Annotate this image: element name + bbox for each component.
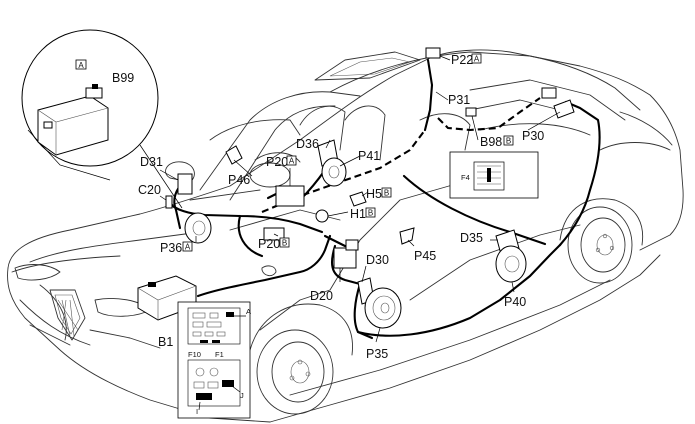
p36-label: P36 bbox=[160, 241, 182, 255]
inset-battery-detail bbox=[21, 29, 183, 209]
h1-label: H1 bbox=[350, 207, 366, 221]
h5-component bbox=[349, 191, 367, 207]
p20a-box-label: A bbox=[289, 157, 295, 166]
p22-label: P22 bbox=[451, 53, 473, 67]
h1-box-label: B bbox=[368, 209, 373, 218]
p20a-label: P20 bbox=[266, 155, 288, 169]
fuse-a-label: A bbox=[246, 307, 251, 316]
p45-label: P45 bbox=[414, 249, 436, 263]
p22-box-label: A bbox=[474, 55, 480, 64]
fuse-i-label: I bbox=[196, 407, 198, 416]
d30-label: D30 bbox=[366, 253, 389, 267]
p41-label: P41 bbox=[358, 149, 380, 163]
p31-label: P31 bbox=[448, 93, 470, 107]
p36-speaker bbox=[184, 212, 212, 244]
d36-label: D36 bbox=[296, 137, 319, 151]
d35-label: D35 bbox=[460, 231, 483, 245]
p20b-box-label: B bbox=[282, 239, 287, 248]
b98-box-label: B bbox=[506, 137, 511, 146]
p40-speaker bbox=[495, 245, 527, 283]
p30-label: P30 bbox=[522, 129, 544, 143]
p35-label: P35 bbox=[366, 347, 388, 361]
h5-label: H5 bbox=[366, 187, 382, 201]
p22-connector bbox=[425, 47, 441, 59]
d31-label: D31 bbox=[140, 155, 163, 169]
p20b-label: P20 bbox=[258, 237, 280, 251]
f4-label: F4 bbox=[461, 173, 470, 182]
p45-connector bbox=[399, 227, 415, 245]
p41-speaker bbox=[321, 157, 347, 187]
p36-box-label: A bbox=[185, 243, 191, 252]
d20-connector bbox=[333, 247, 357, 269]
car-outline bbox=[7, 49, 684, 423]
b1-label: B1 bbox=[158, 335, 173, 349]
p46-label: P46 bbox=[228, 173, 250, 187]
leader-lines bbox=[159, 55, 561, 343]
d31-connector bbox=[177, 173, 193, 195]
p30-connector bbox=[553, 99, 575, 119]
h5-box-label: B bbox=[384, 189, 389, 198]
d20-label: D20 bbox=[310, 289, 333, 303]
p35-speaker bbox=[364, 287, 402, 329]
fuse-j-label: J bbox=[240, 391, 244, 400]
h1-component bbox=[315, 209, 329, 223]
f4-fuse-panel bbox=[449, 151, 539, 199]
wiring-harness bbox=[166, 58, 601, 340]
p31-connector bbox=[465, 107, 477, 117]
fuse-f1-label: F1 bbox=[215, 350, 224, 359]
c20-connector bbox=[165, 195, 173, 209]
c20-label: C20 bbox=[138, 183, 161, 197]
inset-a-label: A bbox=[78, 61, 84, 70]
b1-fuse-inset bbox=[177, 301, 251, 419]
p20a-radio bbox=[275, 185, 305, 207]
fuse-f10-label: F10 bbox=[188, 350, 201, 359]
p46-connector bbox=[225, 145, 243, 165]
b98-connector bbox=[541, 87, 557, 99]
b98-label: B98 bbox=[480, 135, 502, 149]
p40-label: P40 bbox=[504, 295, 526, 309]
components bbox=[137, 47, 575, 329]
b99-label: B99 bbox=[112, 71, 134, 85]
